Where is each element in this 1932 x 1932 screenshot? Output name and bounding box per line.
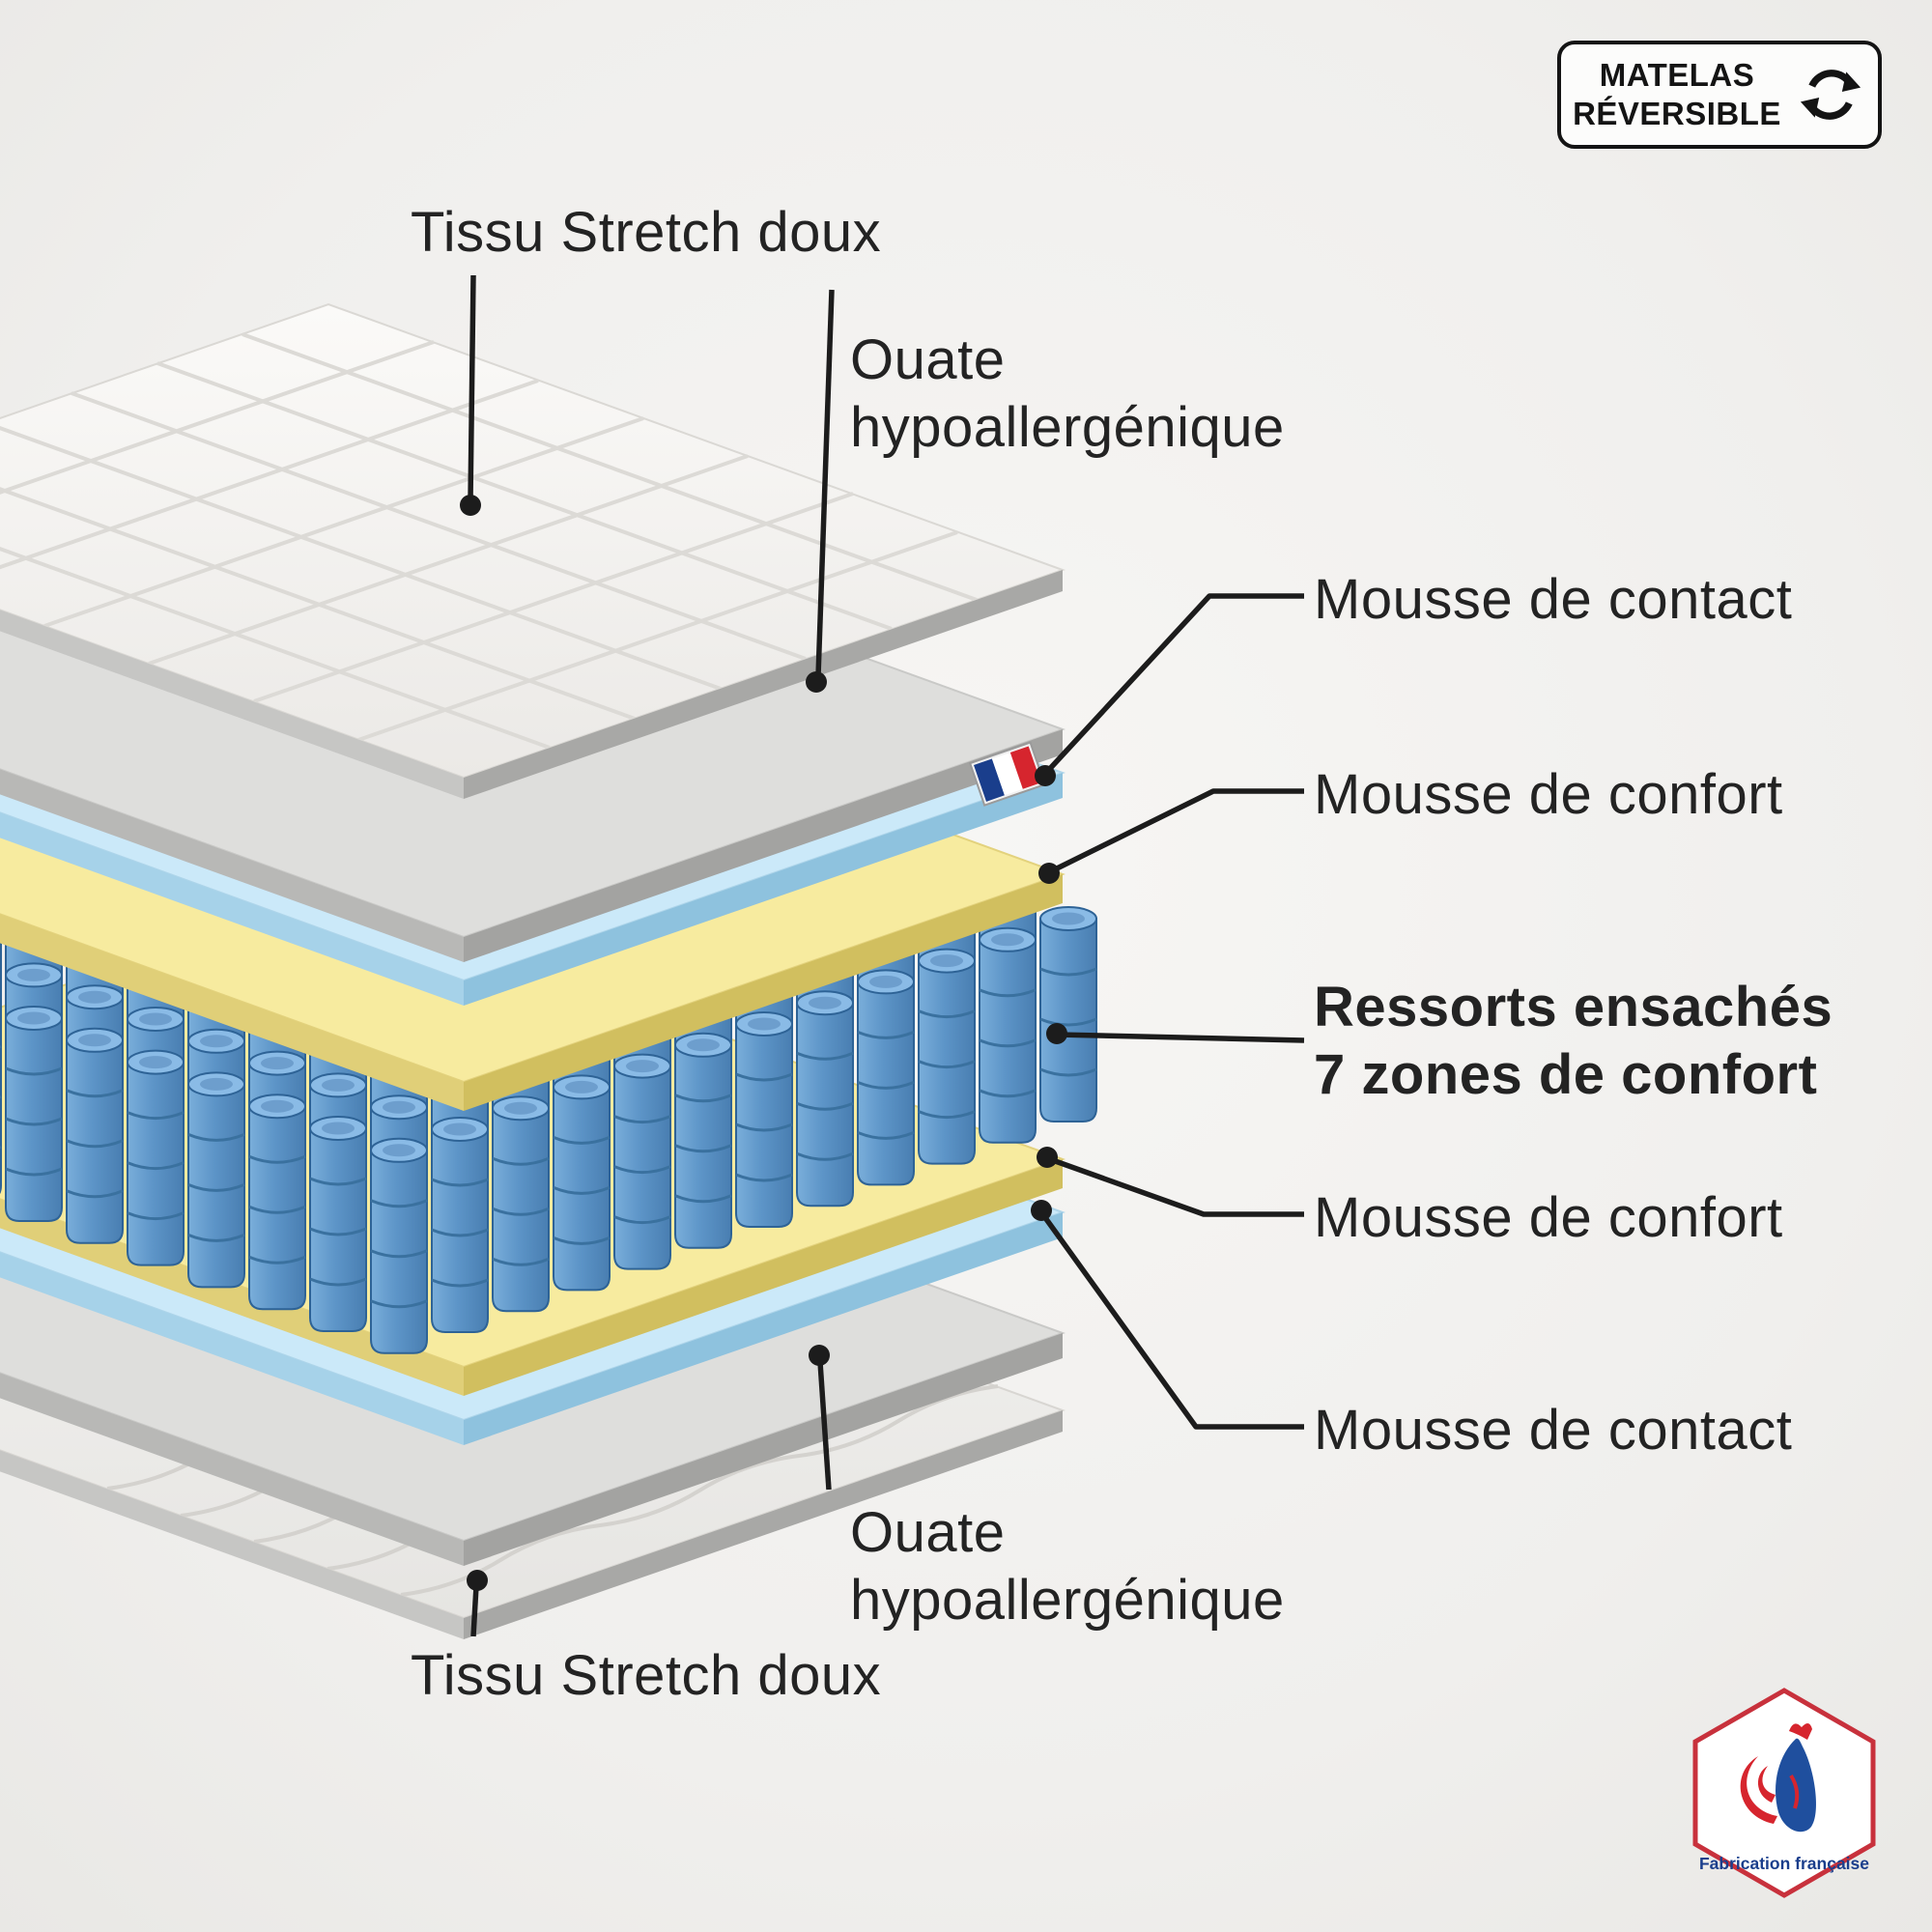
dot-ressorts: [1046, 1023, 1067, 1044]
leader-contact-top: [1042, 593, 1304, 776]
leader-tissu-bottom: [470, 1585, 479, 1637]
dot-ouate-top: [806, 671, 827, 693]
reversible-badge: MATELAS RÉVERSIBLE: [1557, 41, 1882, 149]
dot-contact-bottom: [1031, 1200, 1052, 1221]
callout-ressorts: Ressorts ensachés 7 zones de confort: [1314, 974, 1833, 1109]
reversible-badge-text: MATELAS RÉVERSIBLE: [1573, 56, 1781, 133]
dot-ouate-bottom: [809, 1345, 830, 1366]
leader-ouate-top: [815, 289, 835, 677]
leader-ressorts: [1056, 1032, 1305, 1043]
callout-dots: [460, 495, 1067, 1591]
callout-ouate-bottom-line1: Ouate: [850, 1501, 1006, 1564]
made-in-france-label: Fabrication française: [1699, 1854, 1869, 1873]
leader-ouate-bottom: [817, 1361, 832, 1491]
dot-contact-top: [1035, 765, 1056, 786]
dot-confort-top: [1038, 863, 1060, 884]
callout-mousse-contact-bottom: Mousse de contact: [1314, 1399, 1793, 1462]
quilt-grid-pattern: [0, 332, 978, 750]
callout-ouate-top: Ouate hypoallergénique: [850, 327, 1285, 462]
dot-tissu-bottom: [467, 1570, 488, 1591]
callout-lines: [468, 274, 1305, 1637]
callout-ouate-top-line1: Ouate: [850, 328, 1006, 391]
leader-confort-bottom: [1046, 1155, 1304, 1217]
callout-ressorts-line2: 7 zones de confort: [1314, 1043, 1818, 1106]
callout-mousse-contact-top: Mousse de contact: [1314, 568, 1793, 631]
callout-ouate-top-line2: hypoallergénique: [850, 396, 1285, 459]
layer-fabric-top: [0, 302, 1065, 799]
french-flag-icon: [968, 741, 1046, 807]
rotate-arrows-icon: [1800, 70, 1861, 120]
callout-tissu-stretch-bottom: Tissu Stretch doux: [411, 1644, 882, 1707]
callout-mousse-confort-bottom: Mousse de confort: [1314, 1186, 1783, 1249]
callout-ouate-bottom: Ouate hypoallergénique: [850, 1499, 1285, 1634]
leader-contact-bottom: [1038, 1210, 1304, 1430]
reversible-badge-line2: RÉVERSIBLE: [1573, 96, 1781, 131]
french-rooster-icon: [1740, 1722, 1817, 1833]
callout-ressorts-line1: Ressorts ensachés: [1314, 976, 1833, 1038]
reversible-badge-line1: MATELAS: [1599, 57, 1755, 93]
dot-confort-bottom: [1037, 1147, 1058, 1168]
leader-confort-top: [1047, 788, 1304, 875]
callout-mousse-confort-top: Mousse de confort: [1314, 763, 1783, 826]
dot-tissu-top: [460, 495, 481, 516]
callout-ouate-bottom-line2: hypoallergénique: [850, 1569, 1285, 1632]
leader-tissu-top: [468, 274, 476, 501]
callout-tissu-stretch-top: Tissu Stretch doux: [411, 201, 882, 264]
made-in-france-badge: Fabrication française: [1692, 1688, 1876, 1898]
